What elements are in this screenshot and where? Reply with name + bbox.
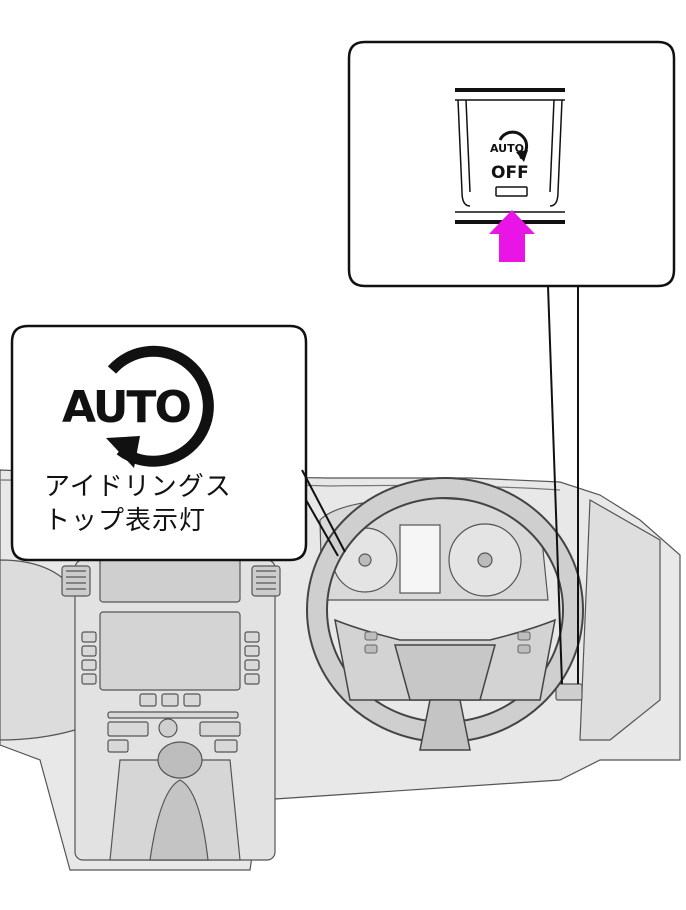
top-display: [99, 557, 241, 603]
lower-switch-panel: [555, 683, 583, 701]
callout-box-left: [10, 324, 308, 562]
center-info-display: [399, 524, 441, 594]
left-button-column: [81, 631, 97, 685]
auto-off-switch-icon: AUTO OFF: [490, 130, 529, 197]
auto-idle-stop-icon: AUTO: [62, 345, 214, 468]
right-button-column: [244, 631, 260, 685]
left-air-vent: [61, 565, 91, 597]
dashboard: [0, 469, 681, 871]
indicator-caption-line1: アイドリングス: [44, 472, 232, 502]
callout-box-right: [347, 40, 676, 288]
leader-line-left: [301, 469, 346, 553]
right-air-vent: [251, 565, 281, 597]
leader-line-right: [547, 285, 563, 685]
gear-shifter: [109, 741, 241, 861]
pointer-arrow-icon: [489, 210, 535, 262]
steering-wheel-icon: [306, 477, 584, 751]
auto-icon-text: AUTO: [62, 382, 190, 433]
left-callout: AUTO: [10, 324, 346, 562]
right-door-pillar: [579, 498, 661, 741]
switch-auto-text: AUTO: [490, 142, 524, 155]
indicator-caption-line2: トップ表示灯: [44, 506, 207, 536]
lower-display: [99, 611, 241, 691]
airbag-hub: [394, 644, 496, 701]
speedometer: [448, 523, 522, 597]
switch-off-label: OFF: [491, 163, 529, 183]
right-callout: AUTO OFF: [347, 40, 676, 685]
climate-control-row: [107, 693, 241, 753]
switch-indicator-lamp: [495, 186, 528, 197]
